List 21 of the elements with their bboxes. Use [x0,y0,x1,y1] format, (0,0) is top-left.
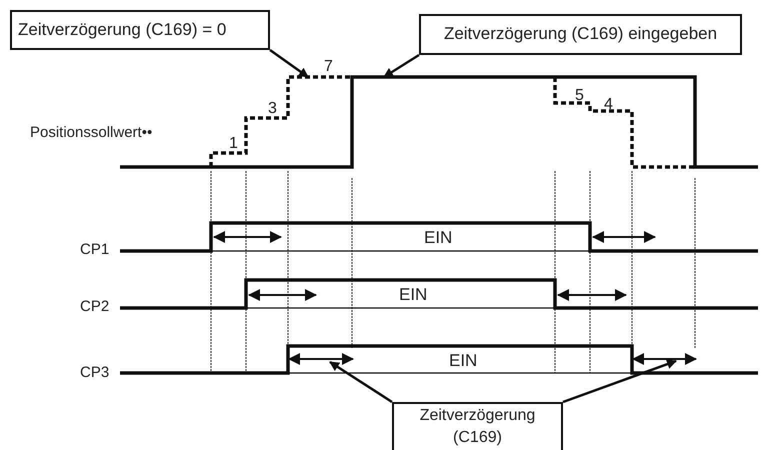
step-number: 5 [575,87,584,104]
signal-name: CP1 [80,241,110,258]
leader-line [269,48,309,78]
leader-line [329,360,393,404]
state-label: EIN [424,229,452,246]
step-number: 1 [229,135,238,152]
callout-box: Zeitverzögerung (C169) [392,402,563,450]
delay-arrow [632,353,697,365]
delay-arrow [288,353,354,365]
step-number: 7 [324,58,333,75]
signal-name: CP2 [80,298,110,315]
step-number: 4 [604,96,613,113]
state-label: EIN [399,286,428,303]
signal-name: Positionssollwert•• [30,124,152,141]
leader-line [383,54,420,78]
step-number: 3 [268,100,277,117]
callout-box: Zeitverzögerung (C169) = 0 [10,10,270,50]
callout-box: Zeitverzögerung (C169) eingegeben [419,14,742,55]
leader-line [562,359,677,404]
state-label: EIN [449,352,478,369]
signal-name: CP3 [80,364,110,381]
